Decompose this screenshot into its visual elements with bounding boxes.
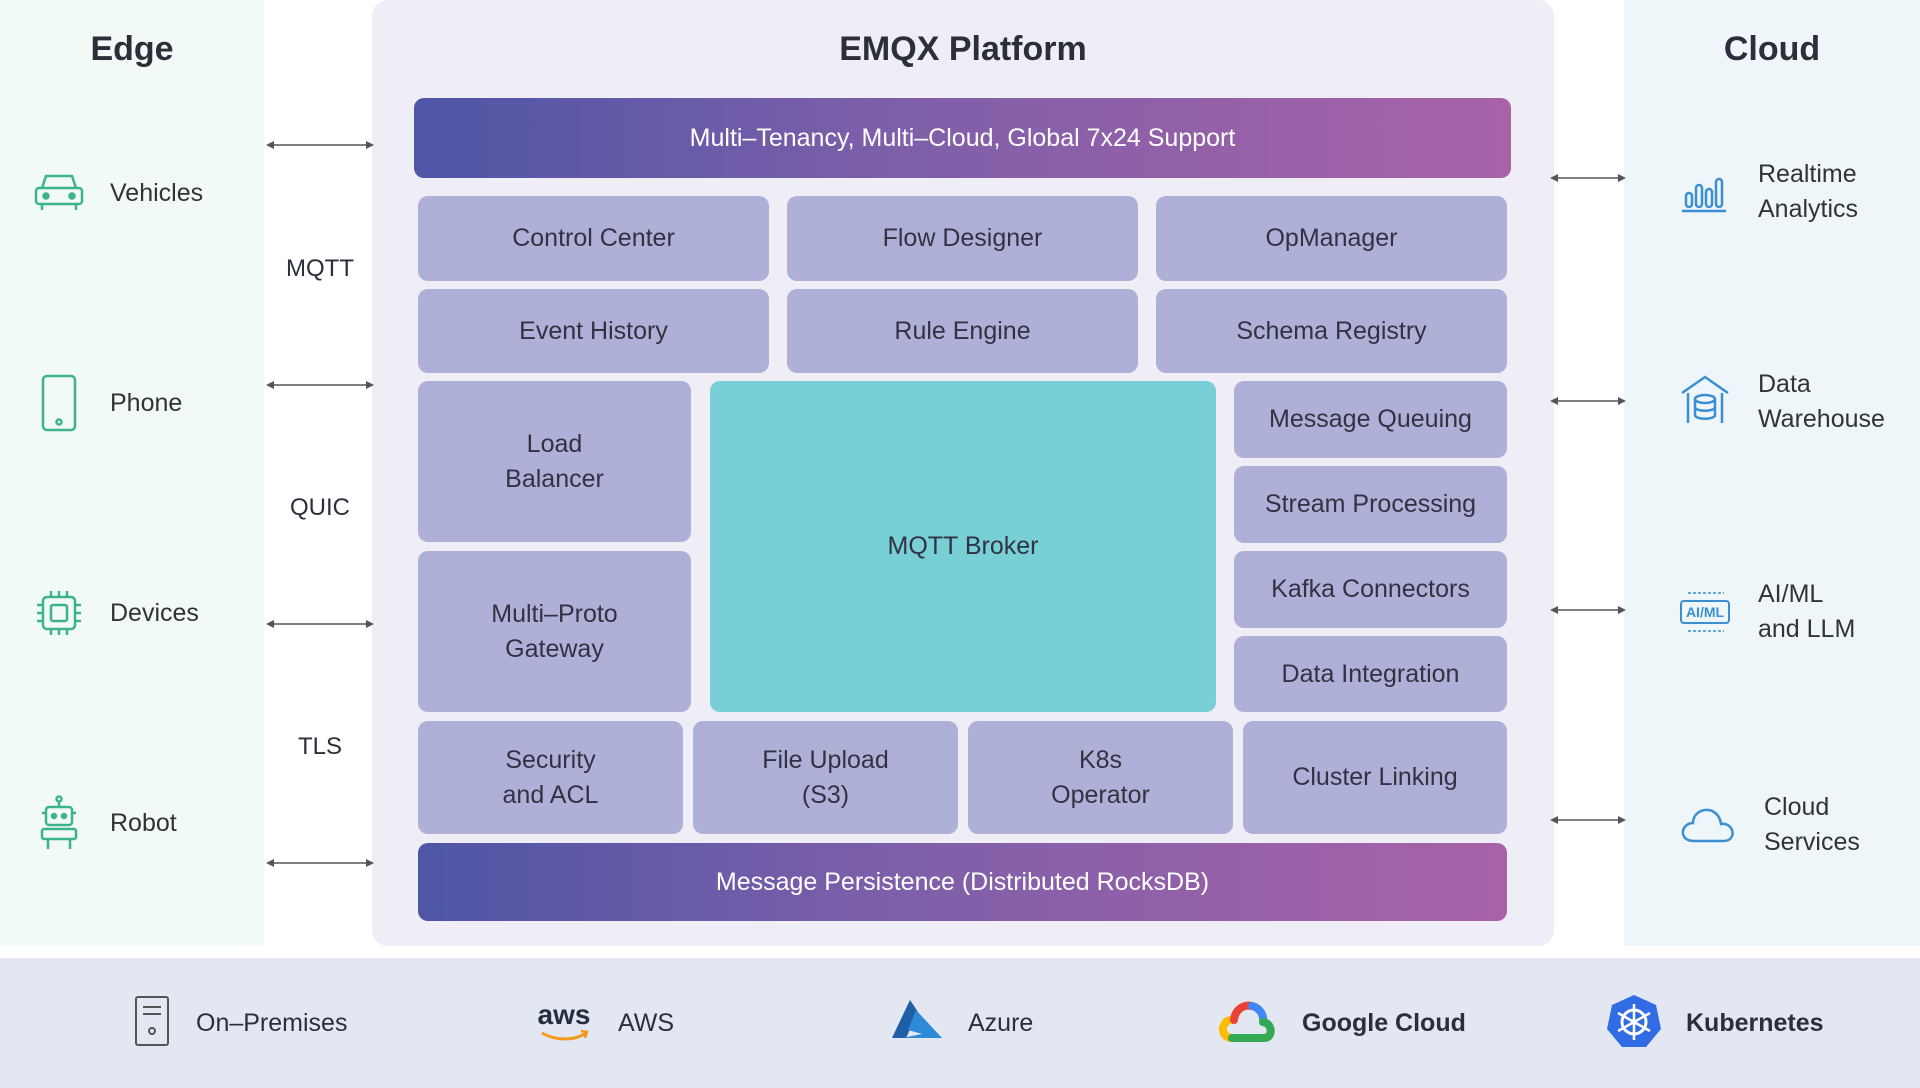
ai-ml-icon: AI/ML [1680, 587, 1730, 637]
module-kafka-connectors: Kafka Connectors [1234, 551, 1507, 628]
edge-item-label: Robot [110, 808, 177, 837]
edge-item-devices: Devices [30, 584, 199, 642]
deploy-on-premises: On–Premises [132, 958, 347, 1088]
platform-title: EMQX Platform [839, 30, 1087, 68]
edge-arrow [266, 138, 374, 152]
azure-icon [886, 998, 944, 1049]
cloud-column [1624, 0, 1920, 946]
cloud-item-analytics: Realtime Analytics [1680, 157, 1858, 227]
cloud-item-label: Cloud Services [1764, 793, 1860, 856]
cloud-arrow [1550, 813, 1626, 827]
car-icon [30, 164, 88, 222]
cloud-arrow [1550, 171, 1626, 185]
deploy-label: AWS [618, 1008, 675, 1037]
edge-arrow [266, 617, 374, 631]
edge-item-label: Phone [110, 388, 183, 417]
deploy-label: Google Cloud [1302, 1008, 1466, 1037]
edge-column [0, 0, 264, 946]
module-data-integration: Data Integration [1234, 636, 1507, 712]
deploy-label: On–Premises [196, 1008, 348, 1037]
edge-item-phone: Phone [30, 374, 182, 432]
analytics-icon [1680, 165, 1730, 220]
module-security-acl: Security and ACL [418, 721, 683, 834]
cloud-arrow [1550, 603, 1626, 617]
module-control-center: Control Center [418, 196, 769, 281]
module-load-balancer: Load Balancer [418, 381, 691, 542]
edge-item-label: Devices [110, 598, 199, 627]
cloud-item-label: AI/ML and LLM [1758, 580, 1856, 643]
edge-title: Edge [90, 30, 174, 68]
module-message-queuing: Message Queuing [1234, 381, 1507, 458]
deploy-aws: aws AWS [534, 958, 674, 1088]
edge-item-label: Vehicles [110, 178, 204, 207]
cloud-item-label: Realtime Analytics [1758, 160, 1859, 223]
deployment-bar [0, 958, 1920, 1088]
platform-bottom-bar: Message Persistence (Distributed RocksDB… [418, 843, 1507, 921]
cloud-arrow [1550, 394, 1626, 408]
ai-ml-badge: AI/ML [1685, 604, 1725, 620]
cloud-item-services: Cloud Services [1680, 790, 1860, 860]
mqtt-broker: MQTT Broker [710, 381, 1216, 712]
platform-top-bar: Multi–Tenancy, Multi–Cloud, Global 7x24 … [414, 98, 1511, 178]
aws-logo-text: aws [537, 999, 591, 1030]
deploy-label: Kubernetes [1686, 1008, 1824, 1037]
edge-item-robot: Robot [30, 794, 177, 852]
chip-icon [30, 584, 88, 642]
protocol-tls: TLS [297, 733, 342, 760]
module-file-upload: File Upload (S3) [693, 721, 958, 834]
protocol-mqtt: MQTT [286, 255, 354, 282]
edge-arrow [266, 856, 374, 870]
server-icon [132, 995, 172, 1052]
cloud-title: Cloud [1723, 30, 1821, 68]
deploy-azure: Azure [886, 958, 1033, 1088]
edge-item-vehicles: Vehicles [30, 164, 203, 222]
cloud-item-label: Data Warehouse [1758, 370, 1885, 433]
module-rule-engine: Rule Engine [787, 289, 1138, 373]
module-opmanager: OpManager [1156, 196, 1507, 281]
cloud-item-ai-ml: AI/ML AI/ML and LLM [1680, 577, 1855, 647]
kubernetes-icon [1606, 993, 1662, 1054]
module-event-history: Event History [418, 289, 769, 373]
robot-icon [30, 794, 88, 852]
warehouse-icon [1680, 373, 1730, 432]
module-multi-proto-gateway: Multi–Proto Gateway [418, 551, 691, 712]
deploy-label: Azure [968, 1008, 1034, 1037]
module-cluster-linking: Cluster Linking [1243, 721, 1507, 834]
module-k8s-operator: K8s Operator [968, 721, 1233, 834]
deploy-google-cloud: Google Cloud [1216, 958, 1466, 1088]
aws-icon: aws [534, 1001, 594, 1045]
module-stream-processing: Stream Processing [1234, 466, 1507, 543]
module-flow-designer: Flow Designer [787, 196, 1138, 281]
module-schema-registry: Schema Registry [1156, 289, 1507, 373]
cloud-item-warehouse: Data Warehouse [1680, 367, 1885, 437]
google-cloud-icon [1216, 998, 1278, 1049]
deploy-kubernetes: Kubernetes [1606, 958, 1824, 1088]
edge-arrow [266, 378, 374, 392]
cloud-icon [1680, 801, 1736, 850]
protocol-quic: QUIC [290, 494, 350, 521]
phone-icon [30, 374, 88, 432]
